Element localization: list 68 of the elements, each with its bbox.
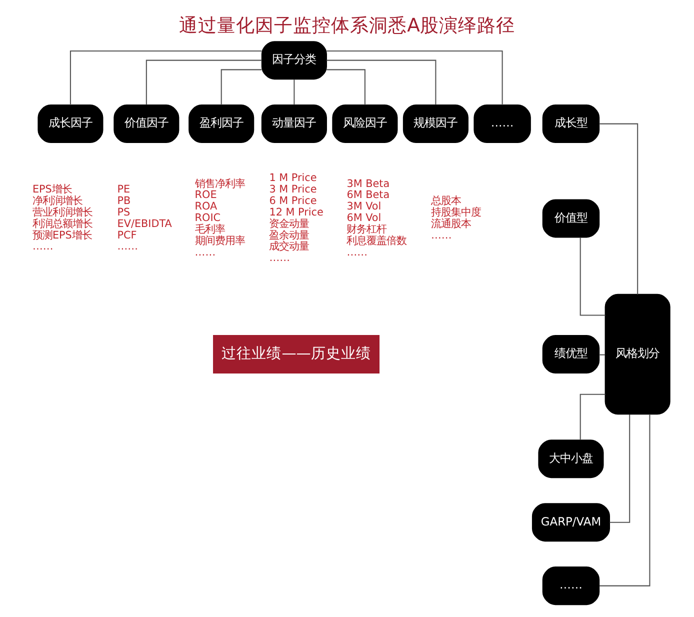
node-box: 价值因子 [114, 104, 180, 144]
node-box: 风格划分 [604, 294, 670, 415]
connector [599, 354, 606, 356]
node-label: 总股本 [431, 194, 462, 207]
node-box: 因子分类 [261, 41, 327, 80]
node-label: 3M Beta [346, 178, 390, 190]
node-label: 利息覆盖倍数 [346, 234, 407, 247]
node-box: 成长因子 [38, 104, 104, 144]
node-label: 营业利润增长 [32, 206, 92, 218]
node-label: ROA [194, 200, 218, 213]
node-label: 资金动量 [269, 218, 310, 230]
connector [294, 79, 295, 105]
node-label: ROE [194, 189, 217, 202]
connector [146, 60, 262, 105]
node-box: 成长型 [542, 104, 600, 144]
node-box: GARP/VAM [532, 503, 610, 542]
connector [326, 69, 366, 105]
node-box: …… [474, 104, 531, 144]
node-label: …… [32, 240, 54, 253]
node-label: EPS增长 [32, 183, 72, 196]
node-label: 6 M Price [269, 194, 317, 207]
node-label: 财务杠杆 [346, 224, 387, 236]
node-box: 盈利因子 [188, 104, 254, 144]
node-label: …… [194, 246, 216, 258]
connector [70, 50, 262, 106]
node-label: 6M Vol [346, 212, 382, 224]
node-label: …… [117, 240, 138, 253]
node-label: 持股集中度 [431, 206, 482, 218]
node-label: 6M Beta [346, 189, 390, 202]
node-label: 12 M Price [269, 206, 324, 218]
connector [220, 69, 262, 105]
connector [580, 238, 606, 316]
node-box: 规模因子 [402, 104, 468, 144]
node-label: …… [431, 229, 452, 242]
node-label: 利润总额增长 [32, 218, 92, 230]
connector [580, 394, 606, 440]
node-label: 1 M Price [269, 172, 317, 184]
node-box: 大中小盘 [538, 440, 604, 478]
diagram-title: 通过量化因子监控体系洞悉A股演绎路径 [179, 16, 515, 37]
node-label: 净利润增长 [32, 194, 82, 207]
node-label: ROIC [194, 212, 221, 224]
connector [326, 60, 436, 105]
node-box: 价值型 [542, 199, 600, 238]
node-label: 成交动量 [269, 240, 310, 253]
node-box: 风险因子 [332, 104, 398, 144]
node-label: 流通股本 [431, 218, 472, 230]
node-label: 3 M Price [269, 183, 317, 196]
node-label: 期间费用率 [194, 234, 245, 247]
connector [599, 123, 638, 294]
node-box: 动量因子 [261, 104, 327, 144]
node-label: …… [269, 252, 290, 264]
node-label: …… [346, 246, 368, 258]
node-label: PS [117, 206, 130, 218]
node-label: 销售净利率 [194, 178, 245, 190]
node-label: 3M Vol [346, 200, 382, 213]
node-box: 绩优型 [542, 335, 600, 374]
node-label: 预测EPS增长 [32, 229, 92, 242]
node-box: …… [542, 566, 600, 606]
node-label: EV/EBIDTA [117, 218, 172, 230]
node-label: 毛利率 [194, 224, 225, 236]
node-label: PCF [117, 229, 137, 242]
node-label: PB [117, 194, 131, 207]
connector [326, 50, 503, 106]
caption: 过往业绩——历史业绩 [222, 345, 371, 362]
node-label: 盈余动量 [269, 229, 310, 242]
node-label: PE [117, 183, 130, 196]
connector [610, 414, 630, 523]
connector [599, 414, 650, 586]
